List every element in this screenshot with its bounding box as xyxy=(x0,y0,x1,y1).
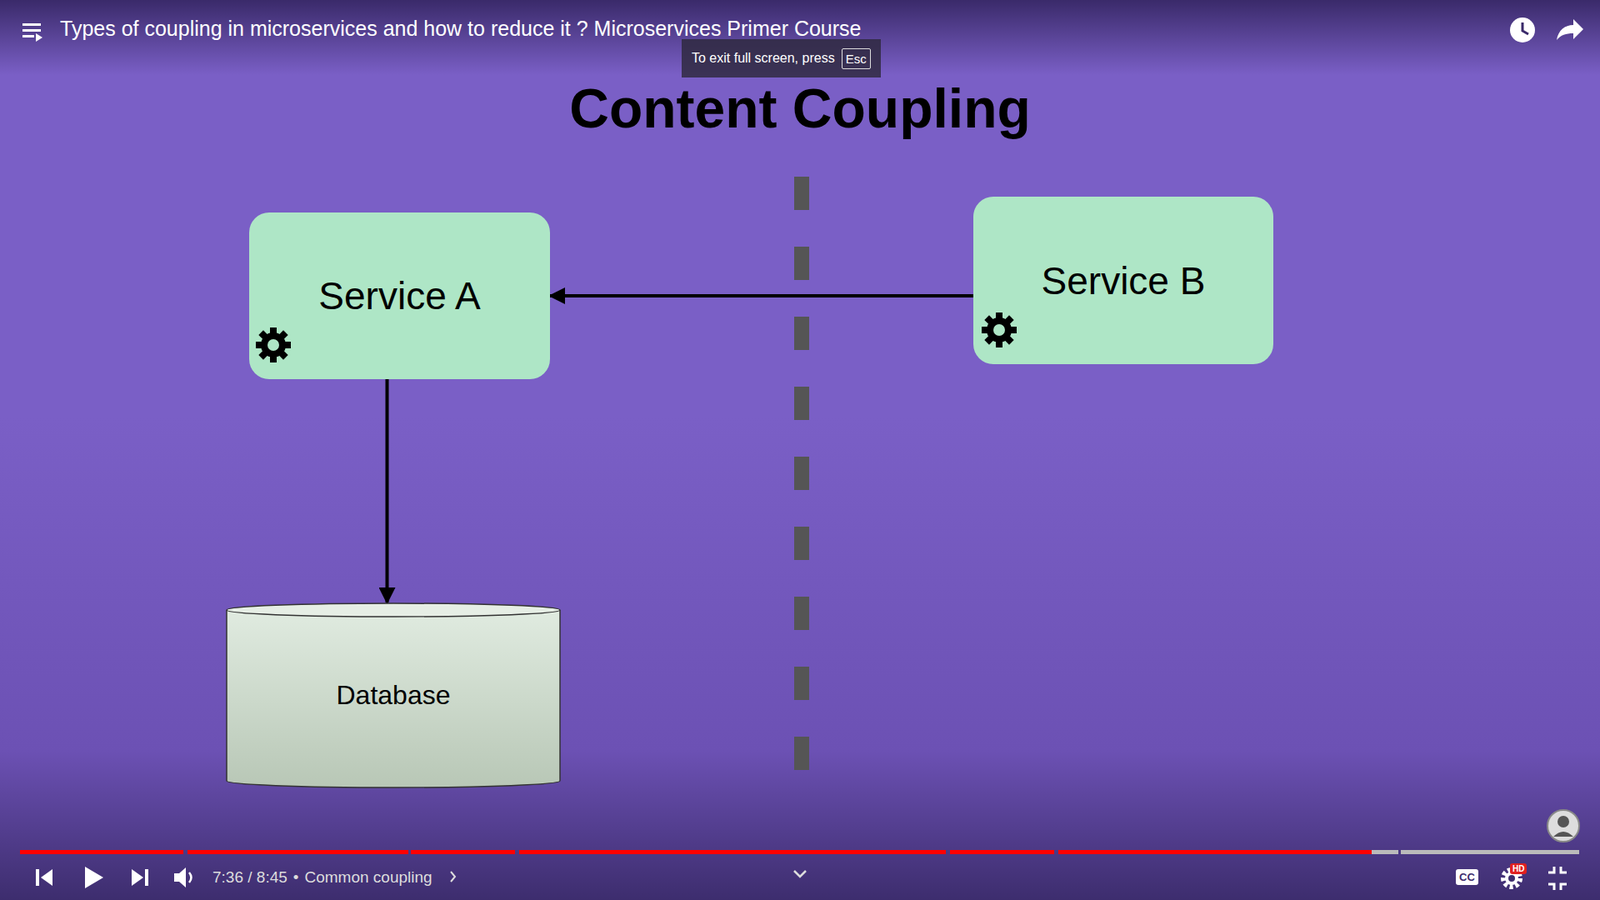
share-icon xyxy=(1556,19,1584,40)
node-label: Service B xyxy=(1041,258,1206,304)
database-cylinder: Database xyxy=(225,602,561,789)
service-box: Service A xyxy=(249,212,550,380)
service-boundary xyxy=(794,176,810,772)
node-label: Service A xyxy=(318,273,480,319)
arrow-connector xyxy=(385,379,390,603)
gear-icon xyxy=(981,312,1017,348)
service-box: Service B xyxy=(973,196,1274,365)
progress-bar xyxy=(20,850,1580,855)
key-badge: Esc xyxy=(841,48,871,70)
expand-chevron xyxy=(794,870,806,877)
chapter-title: Common coupling xyxy=(304,868,432,887)
time-display: 7:36 / 8:45 xyxy=(212,868,288,887)
video-title: Types of coupling in microservices and h… xyxy=(60,16,862,41)
node-label: Database xyxy=(336,680,451,711)
fullscreen-tip: To exit full screen, press Esc xyxy=(681,39,881,78)
player-controls xyxy=(35,866,192,889)
tip-text: To exit full screen, press xyxy=(691,50,835,66)
exit-fullscreen-icon xyxy=(1548,866,1567,890)
captions-icon: CC xyxy=(1455,869,1479,885)
diagram-title: Content Coupling xyxy=(0,76,1600,140)
hd-badge: HD xyxy=(1510,863,1527,875)
watch-later-icon xyxy=(1510,17,1535,43)
playlist-icon xyxy=(22,23,43,42)
separator-dot: • xyxy=(293,868,300,887)
chapter-chevron xyxy=(450,871,455,882)
gear-icon xyxy=(255,327,291,363)
channel-avatar xyxy=(1547,810,1580,842)
arrow-connector xyxy=(550,294,974,298)
